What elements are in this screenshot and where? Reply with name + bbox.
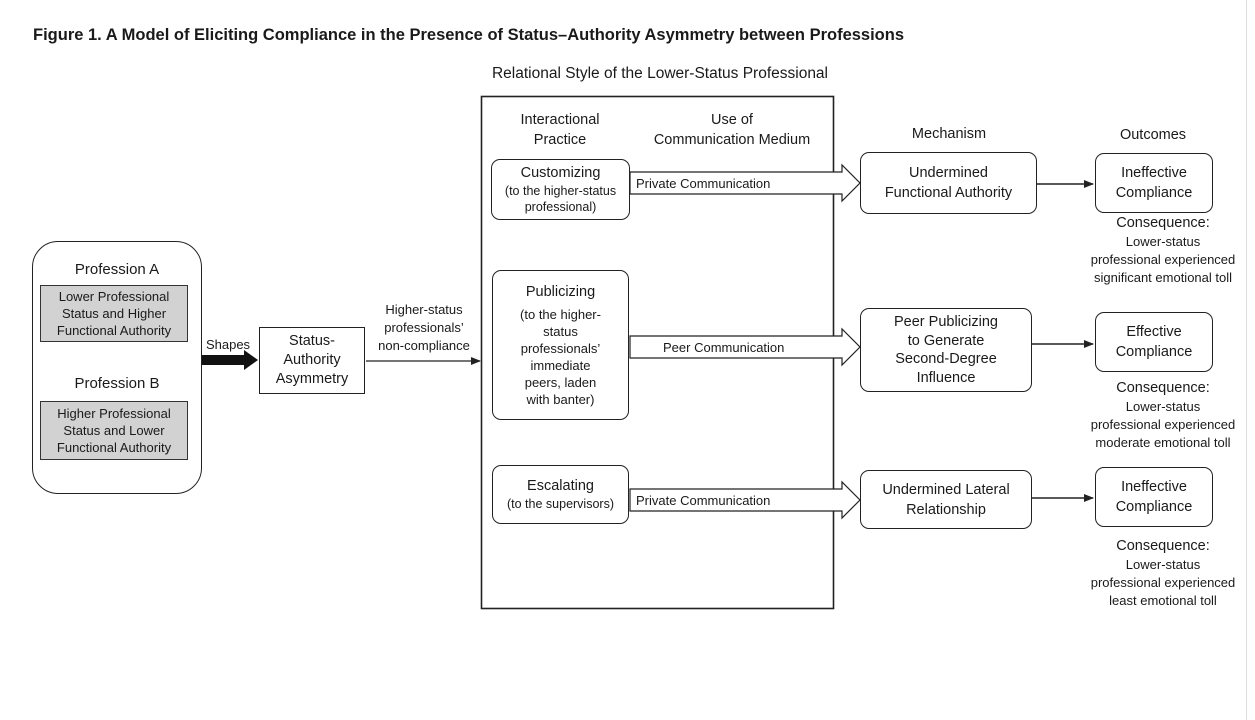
consequence-1: Consequence: Lower-status professional e…: [1080, 213, 1246, 287]
header-interactional-practice: Interactional Practice: [520, 112, 600, 148]
asymmetry-box: Status- Authority Asymmetry: [259, 327, 365, 394]
page-edge-rule: [1246, 0, 1247, 720]
consequence-3-heading: Consequence:: [1116, 538, 1210, 554]
mechanism-3-text: Undermined Lateral Relationship: [882, 481, 1010, 518]
outcome-3: Ineffective Compliance: [1095, 467, 1213, 527]
asymmetry-box-text: Status- Authority Asymmetry: [275, 333, 349, 387]
mechanism-peer-publicizing: Peer Publicizing to Generate Second-Degr…: [860, 308, 1032, 392]
profession-a-label: Profession A: [74, 261, 160, 278]
practice-publicizing: Publicizing (to the higher- status profe…: [492, 270, 629, 420]
consequence-2-text: Lower-status professional experienced mo…: [1090, 399, 1236, 450]
practice-escalating: Escalating (to the supervisors): [492, 465, 629, 524]
consequence-1-heading: Consequence:: [1116, 215, 1210, 231]
consequence-3: Consequence: Lower-status professional e…: [1080, 536, 1246, 610]
profession-b-attributes: Higher Professional Status and Lower Fun…: [40, 401, 188, 460]
header-outcomes: Outcomes: [1119, 127, 1187, 143]
mechanism-undermined-lateral-relationship: Undermined Lateral Relationship: [860, 470, 1032, 529]
mechanism-2-text: Peer Publicizing to Generate Second-Degr…: [894, 314, 998, 386]
medium-arrow-2: [629, 327, 861, 367]
practice-customizing-title: Customizing: [520, 165, 601, 181]
consequence-2-heading: Consequence:: [1116, 380, 1210, 396]
mechanism-1-text: Undermined Functional Authority: [884, 165, 1013, 201]
figure-title: Figure 1. A Model of Eliciting Complianc…: [33, 26, 905, 44]
outcome-1-text: Ineffective Compliance: [1115, 165, 1193, 201]
relational-style-label: Relational Style of the Lower-Status Pro…: [491, 65, 828, 82]
profession-b-label: Profession B: [74, 375, 160, 392]
shapes-label: Shapes: [205, 337, 251, 352]
practice-publicizing-title: Publicizing: [525, 284, 596, 300]
consequence-1-text: Lower-status professional experienced si…: [1090, 234, 1236, 285]
header-mechanism: Mechanism: [911, 126, 987, 142]
practice-escalating-title: Escalating: [527, 478, 594, 494]
outcome-3-text: Ineffective Compliance: [1115, 479, 1193, 515]
medium-arrow-1: [629, 163, 861, 203]
practice-publicizing-detail: (to the higher- status professionals’ im…: [520, 307, 601, 407]
noncompliance-label: Higher-status professionals’ non-complia…: [378, 302, 470, 353]
header-communication-medium: Use of Communication Medium: [653, 112, 811, 148]
consequence-2: Consequence: Lower-status professional e…: [1080, 378, 1246, 452]
practice-escalating-detail: (to the supervisors): [507, 497, 614, 511]
medium-arrow-3: [629, 480, 861, 520]
outcome-2: Effective Compliance: [1095, 312, 1213, 372]
outcome-2-text: Effective Compliance: [1115, 324, 1193, 360]
practice-customizing-detail: (to the higher-status professional): [504, 184, 617, 214]
medium-label-1: Private Communication: [636, 176, 771, 191]
medium-label-2: Peer Communication: [663, 340, 785, 355]
mechanism-undermined-functional-authority: Undermined Functional Authority: [860, 152, 1037, 214]
consequence-3-text: Lower-status professional experienced le…: [1090, 557, 1236, 608]
shapes-arrow: [201, 350, 258, 370]
profession-a-attributes: Lower Professional Status and Higher Fun…: [40, 285, 188, 342]
outcome-1: Ineffective Compliance: [1095, 153, 1213, 213]
medium-label-3: Private Communication: [636, 493, 771, 508]
practice-customizing: Customizing (to the higher-status profes…: [491, 159, 630, 220]
